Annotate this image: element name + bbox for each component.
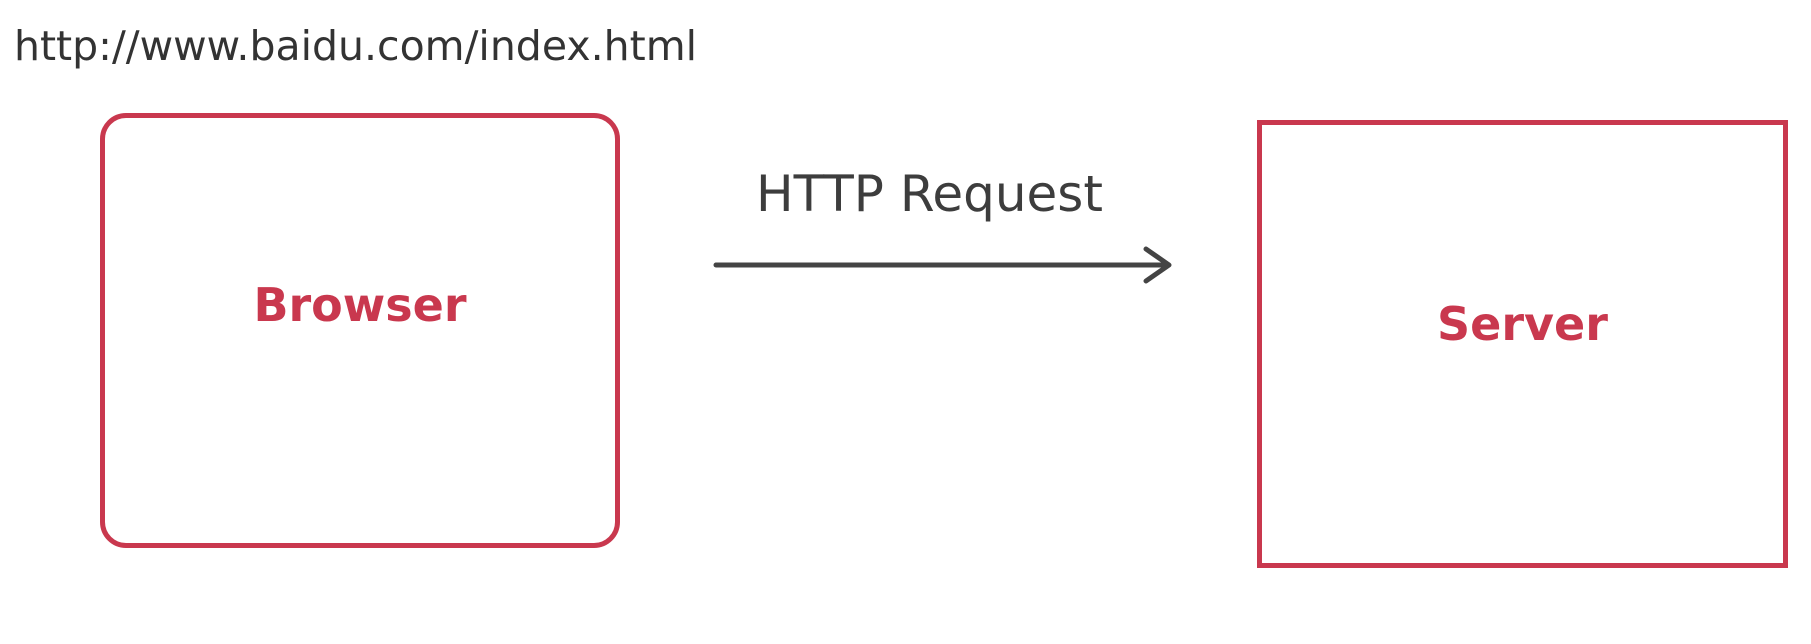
server-node: Server (1257, 120, 1788, 568)
request-arrow (713, 246, 1172, 284)
server-label: Server (1437, 297, 1608, 351)
request-arrow-head (1143, 246, 1172, 284)
browser-node: Browser (100, 113, 620, 548)
http-request-label: HTTP Request (756, 165, 1103, 223)
browser-label: Browser (253, 277, 467, 332)
url-label: http://www.baidu.com/index.html (14, 22, 698, 70)
